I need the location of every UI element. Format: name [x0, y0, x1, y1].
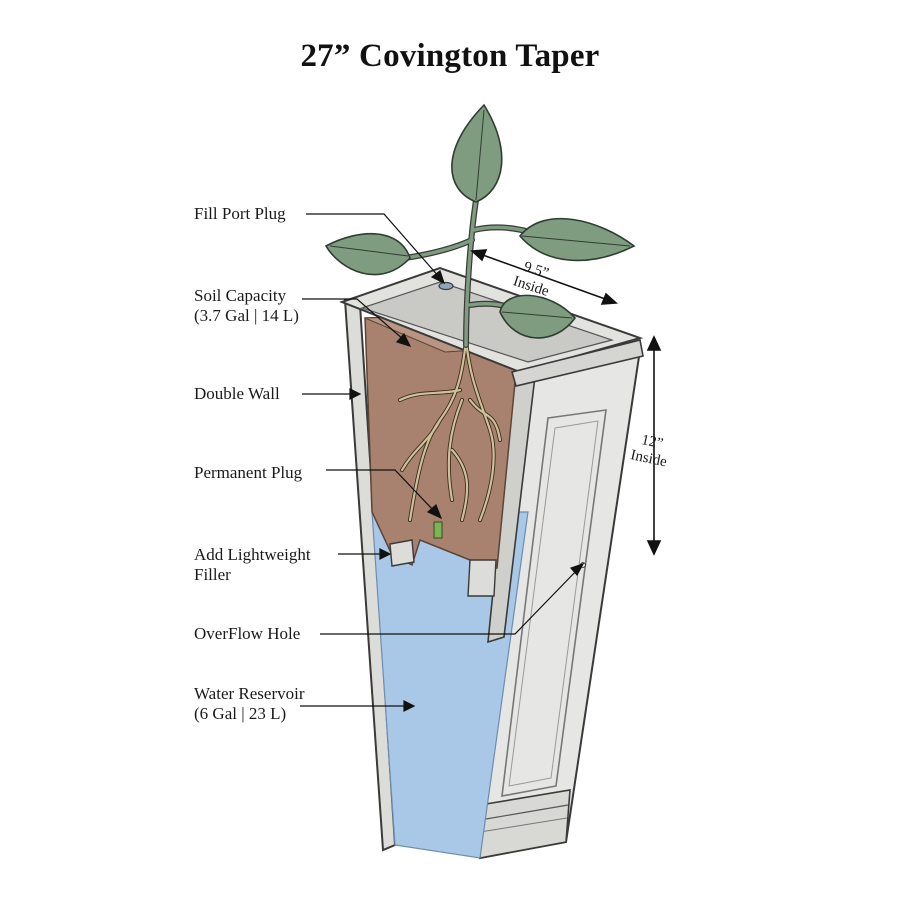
- label-soil-capacity-text: Soil Capacity: [194, 286, 287, 305]
- arrow-double-wall: [349, 388, 362, 400]
- leader-overflow: [320, 566, 581, 635]
- width-arrow-head-end: [600, 292, 618, 305]
- base-molding-line: [479, 804, 569, 821]
- arrow-overflow: [569, 562, 585, 577]
- decorative-panel-inner: [508, 420, 599, 787]
- label-fill-port-plug-text: Fill Port Plug: [194, 204, 286, 223]
- top-rim-lip: [511, 339, 644, 387]
- label-double-wall-text: Double Wall: [194, 384, 280, 403]
- label-soil-capacity: Soil Capacity (3.7 Gal | 14 L): [194, 286, 299, 326]
- decorative-panel: [501, 409, 607, 797]
- permanent-plug: [433, 521, 443, 539]
- label-permanent-plug: Permanent Plug: [194, 463, 302, 483]
- leader-lines: [300, 213, 585, 712]
- label-filler-line2: Filler: [194, 565, 231, 584]
- label-fill-port-plug: Fill Port Plug: [194, 204, 286, 224]
- label-water-reservoir-sub: (6 Gal | 23 L): [194, 704, 287, 723]
- leader-soil: [302, 298, 405, 341]
- label-water-reservoir-text: Water Reservoir: [194, 684, 305, 703]
- base-molding-line-2: [479, 817, 568, 833]
- plant-roots-fill: [398, 338, 502, 522]
- label-water-reservoir: Water Reservoir (6 Gal | 23 L): [194, 684, 305, 724]
- depth-arrow-head-top: [646, 335, 662, 351]
- width-arrow-head-start: [470, 249, 488, 262]
- label-permanent-plug-text: Permanent Plug: [194, 463, 303, 482]
- dimension-depth: 12” Inside: [629, 431, 672, 472]
- leaf-left: [324, 232, 411, 276]
- arrow-filler: [379, 548, 392, 560]
- leaf-veins: [329, 109, 631, 319]
- leader-plug: [326, 469, 436, 513]
- label-overflow-hole-text: OverFlow Hole: [194, 624, 301, 643]
- label-lightweight-filler: Add Lightweight Filler: [194, 545, 311, 585]
- arrow-plug: [426, 503, 443, 520]
- label-overflow-hole: OverFlow Hole: [194, 624, 300, 644]
- depth-arrow-head-bottom: [646, 540, 662, 556]
- leader-fill-port: [306, 213, 441, 279]
- leaf-top: [451, 103, 503, 203]
- width-arrow-line: [479, 253, 609, 301]
- label-soil-capacity-sub: (3.7 Gal | 14 L): [194, 306, 299, 325]
- fill-port: [438, 281, 454, 291]
- plant-leaves: [324, 103, 636, 339]
- filler-support-right: [467, 559, 497, 597]
- leaf-right: [518, 217, 636, 262]
- label-double-wall: Double Wall: [194, 384, 280, 404]
- arrow-fill-port: [430, 270, 446, 285]
- arrow-soil: [395, 332, 412, 347]
- top-rim-opening: [360, 281, 615, 363]
- leaf-lower: [499, 294, 577, 339]
- diagram-title: 27” Covington Taper: [300, 38, 600, 74]
- filler-support-left: [389, 539, 415, 567]
- arrow-water: [403, 700, 416, 712]
- dimension-arrows: [470, 249, 662, 556]
- label-filler-line1: Add Lightweight: [194, 545, 311, 564]
